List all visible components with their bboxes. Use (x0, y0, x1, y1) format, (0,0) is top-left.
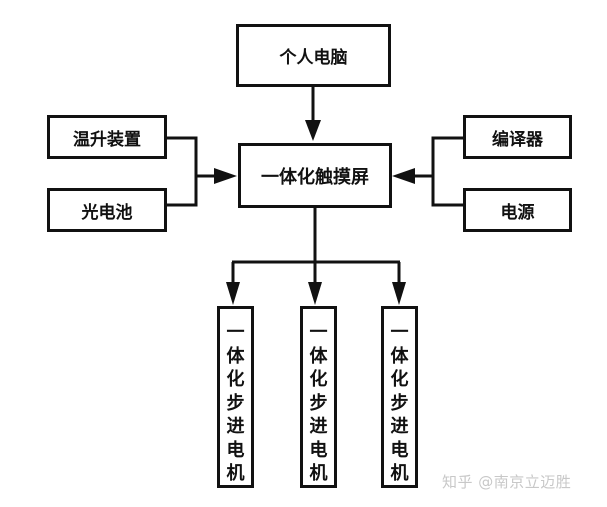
node-pc: 个人电脑 (236, 24, 391, 87)
node-touchscreen-label: 一体化触摸屏 (261, 166, 369, 188)
watermark: 知乎 @南京立迈胜 (442, 473, 572, 491)
node-encoder: 编译器 (463, 115, 572, 159)
node-motor-3: 一 体 化 步 进 电 机 (381, 306, 418, 488)
node-encoder-label: 编译器 (492, 129, 543, 150)
node-touchscreen: 一体化触摸屏 (238, 143, 392, 208)
motor-char: 化 (309, 369, 328, 390)
motor-char: 进 (309, 416, 328, 437)
motor-char: 电 (390, 439, 409, 461)
node-power-label: 电源 (500, 202, 535, 223)
motor-char: 体 (390, 345, 409, 367)
motor-char: 进 (226, 416, 245, 437)
node-photocell: 光电池 (47, 188, 167, 232)
motor-char: 一 (390, 322, 409, 343)
motor-char: 一 (226, 322, 245, 343)
arrowhead-left (214, 168, 237, 184)
node-temp-device-label: 温升装置 (73, 129, 141, 150)
motor-char: 步 (309, 392, 328, 414)
motor-char: 步 (226, 392, 245, 414)
node-photocell-label: 光电池 (81, 202, 133, 223)
arrowhead-motor-2 (308, 282, 322, 305)
arrowhead-right (392, 168, 415, 184)
node-motor-2: 一 体 化 步 进 电 机 (300, 306, 337, 488)
motor-char: 机 (390, 463, 409, 484)
motor-char: 一 (309, 322, 328, 343)
arrowhead-motor-3 (392, 282, 406, 305)
motor-char: 机 (226, 463, 245, 484)
node-temp-device: 温升装置 (47, 115, 167, 159)
node-power: 电源 (463, 188, 572, 232)
edge-right-bracket (431, 136, 463, 207)
motor-char: 电 (309, 439, 328, 461)
edge-left-bracket (166, 136, 198, 207)
node-pc-label: 个人电脑 (279, 48, 348, 68)
motor-char: 步 (390, 392, 409, 414)
motor-char: 化 (390, 369, 409, 390)
arrowhead-motor-1 (226, 282, 240, 305)
motor-char: 电 (226, 439, 245, 461)
node-motor-1: 一 体 化 步 进 电 机 (217, 306, 254, 488)
motor-char: 机 (309, 463, 328, 484)
motor-char: 体 (226, 345, 245, 367)
motor-char: 进 (390, 416, 409, 437)
arrowhead-pc (305, 120, 321, 141)
motor-char: 化 (226, 369, 245, 390)
motor-char: 体 (309, 345, 328, 367)
